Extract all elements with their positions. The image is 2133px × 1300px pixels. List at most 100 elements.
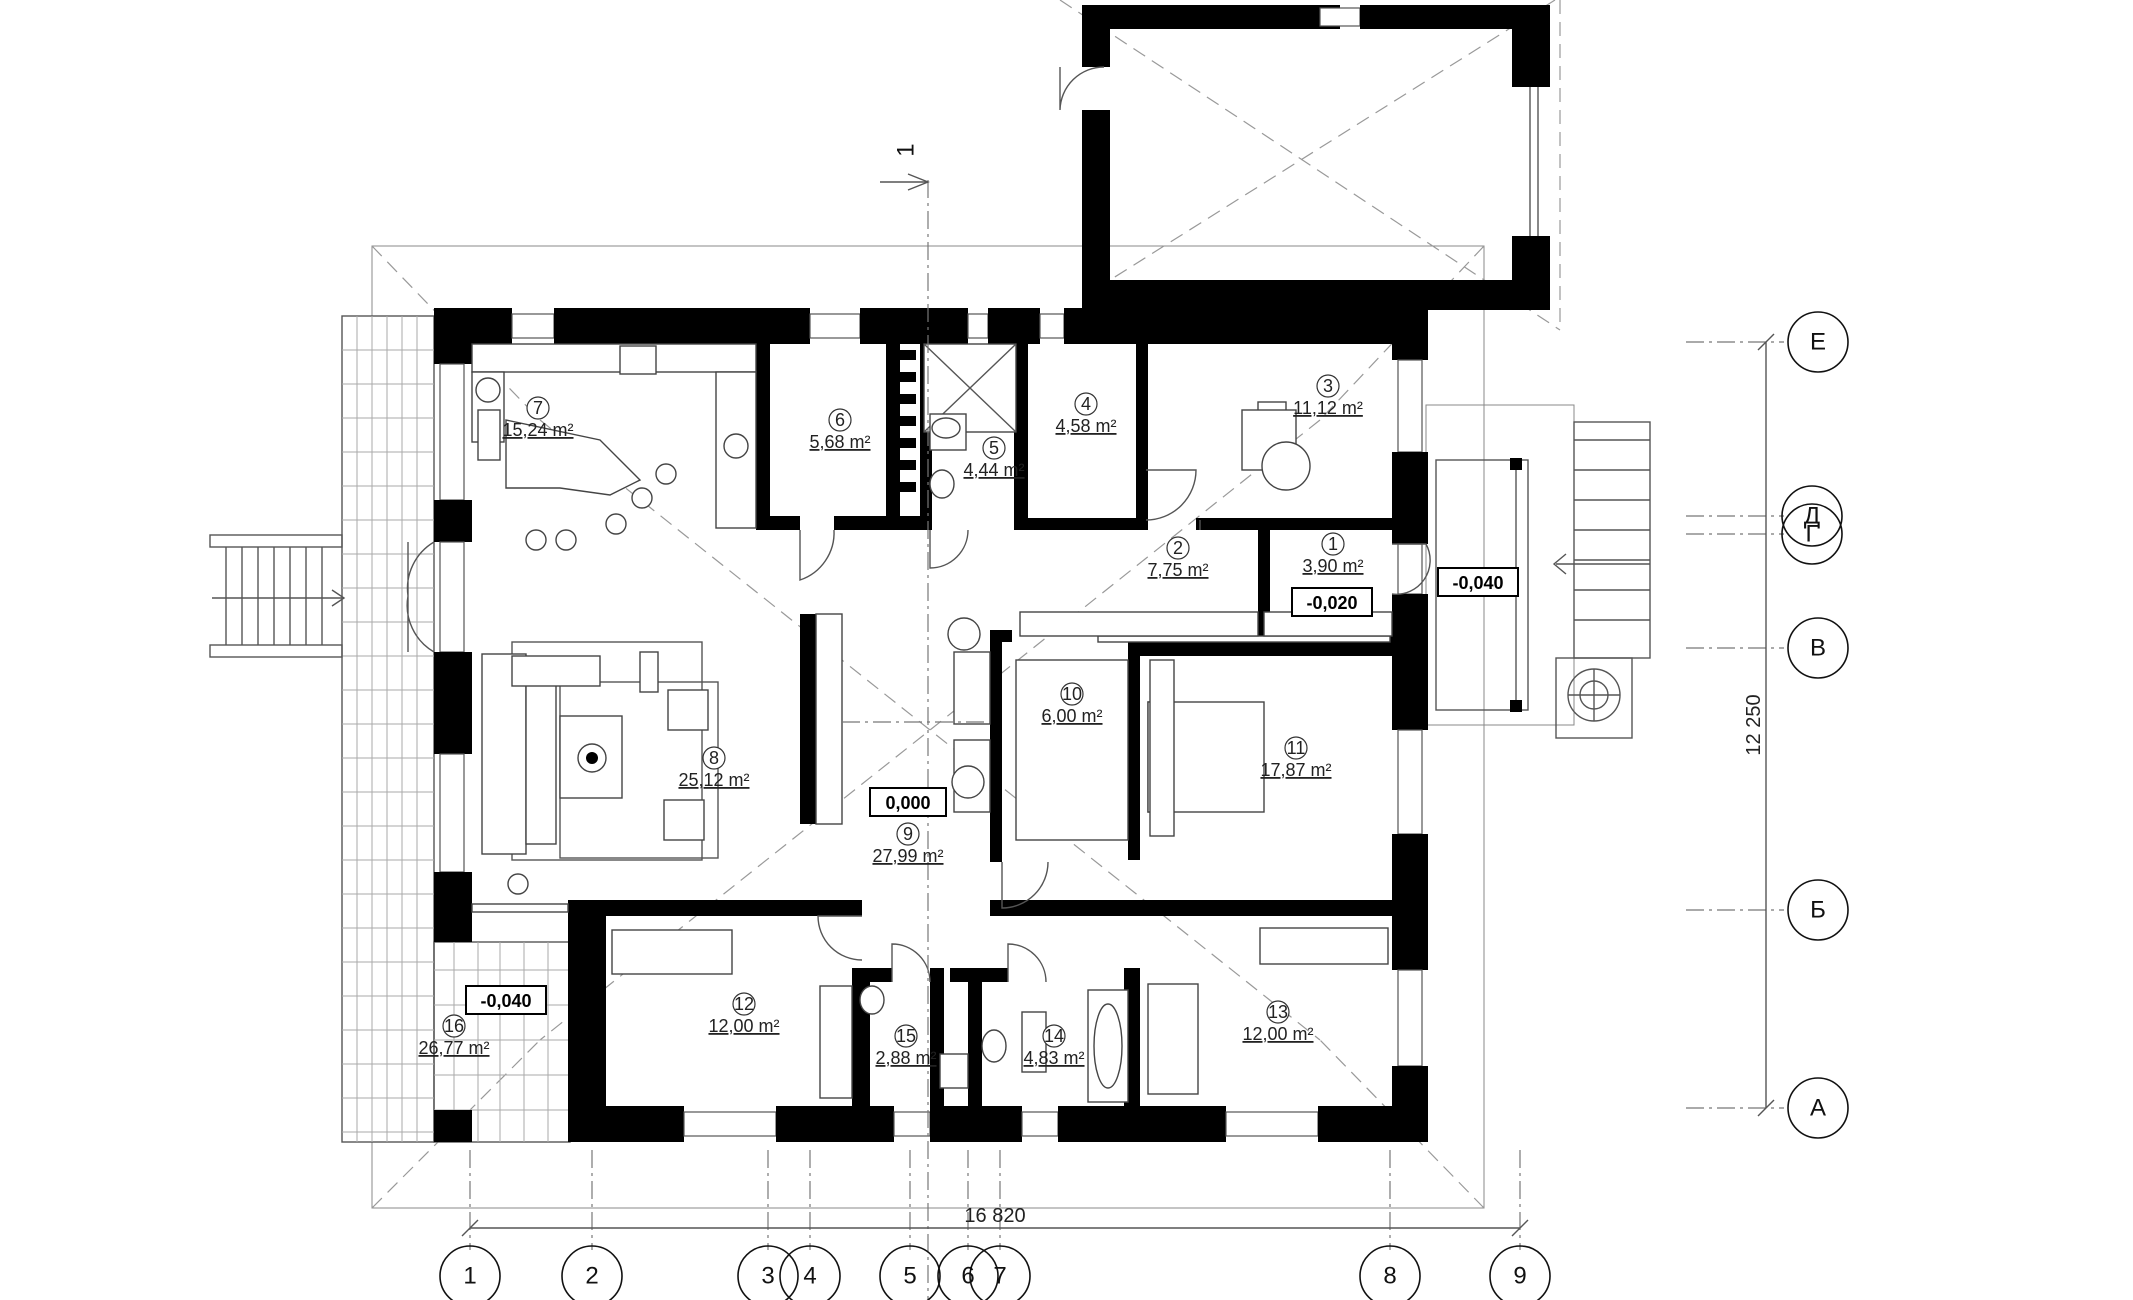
- axis-circle: [969, 1245, 1031, 1300]
- room-area: 5,68 m²: [809, 432, 870, 452]
- kitchen-furniture: [471, 343, 757, 551]
- axis-circle: [1489, 1245, 1551, 1300]
- room-number-circle: [1284, 736, 1308, 760]
- axis-circle: [1787, 1077, 1849, 1139]
- room-label-9: 927,99 m²: [872, 822, 944, 866]
- level-entry-label: -0,020: [1306, 593, 1357, 613]
- room-area: 3,90 m²: [1302, 556, 1363, 576]
- room-number-circle: [702, 746, 726, 770]
- axis-bubble-8: 8: [1359, 1245, 1421, 1300]
- room-number-circle: [1042, 1024, 1066, 1048]
- room-number-circle: [896, 822, 920, 846]
- room-label-10: 106,00 m²: [1041, 682, 1103, 726]
- axis-label: 5: [903, 1263, 916, 1290]
- living-furniture: [481, 641, 719, 895]
- terrace-tile-rows: [342, 349, 434, 1133]
- axis-label: 7: [993, 1263, 1006, 1290]
- exterior-walls: [434, 308, 1428, 1142]
- room-number: 7: [533, 398, 543, 418]
- axis-label: 9: [1513, 1263, 1526, 1290]
- room-number: 1: [1328, 534, 1338, 554]
- axis-label: 2: [585, 1263, 598, 1290]
- axis-label: 1: [463, 1263, 476, 1290]
- level-marks: 0,000 -0,020 -0,040 -0,040: [465, 567, 1519, 1015]
- axis-label: В: [1810, 635, 1826, 662]
- doors: [406, 469, 1431, 983]
- room-area: 7,75 m²: [1147, 560, 1208, 580]
- room-number-circle: [1316, 374, 1340, 398]
- room-number: 6: [835, 410, 845, 430]
- room-labels: 13,90 m² 27,75 m² 311,12 m² 44,58 m² 54,44 m…: [418, 374, 1364, 1068]
- room-number: 9: [903, 824, 913, 844]
- room-number-circle: [828, 408, 852, 432]
- room-label-5: 54,44 m²: [963, 436, 1025, 480]
- room-number: 2: [1173, 538, 1183, 558]
- level-hall-label: 0,000: [885, 793, 930, 813]
- roof-outline: [371, 0, 1561, 1209]
- axis-bubble-Е: Е: [1787, 311, 1849, 373]
- level-box-hall: [869, 787, 947, 817]
- axis-bubble-1: 1: [439, 1245, 501, 1300]
- axis-label: 6: [961, 1263, 974, 1290]
- axis-label: 3: [761, 1263, 774, 1290]
- room-number-circle: [1166, 536, 1190, 560]
- axis-circle: [1787, 617, 1849, 679]
- section-line: 1: [880, 143, 930, 1300]
- level-box-entry: [1291, 587, 1373, 617]
- room-area: 26,77 m²: [418, 1038, 489, 1058]
- room-number: 15: [896, 1026, 916, 1046]
- room-number-circle: [1060, 682, 1084, 706]
- room-area: 12,00 m²: [1242, 1024, 1313, 1044]
- room-area: 4,58 m²: [1055, 416, 1116, 436]
- axis-circle: [1359, 1245, 1421, 1300]
- room-label-7: 715,24 m²: [502, 396, 574, 440]
- room-area: 25,12 m²: [678, 770, 749, 790]
- room-number: 12: [734, 994, 754, 1014]
- room-label-2: 27,75 m²: [1147, 536, 1209, 580]
- room-label-3: 311,12 m²: [1293, 374, 1363, 418]
- room-number-circle: [894, 1024, 918, 1048]
- axis-circle: [737, 1245, 799, 1300]
- room-label-15: 152,88 m²: [875, 1024, 937, 1068]
- hall-elements: [471, 613, 991, 913]
- dimension-width: 16 820: [461, 1205, 1529, 1237]
- room-number-circle: [1074, 392, 1098, 416]
- axis-bubble-А: А: [1787, 1077, 1849, 1139]
- axis-bubble-Д: Д: [1781, 485, 1843, 547]
- room-number: 5: [989, 438, 999, 458]
- axis-label: Б: [1810, 897, 1826, 924]
- axis-label: Д: [1804, 503, 1820, 530]
- bedroom-furniture: [611, 401, 1393, 1099]
- axis-bubble-6: 6: [937, 1245, 999, 1300]
- room-label-4: 44,58 m²: [1055, 392, 1117, 436]
- level-box-terrace: [465, 985, 547, 1015]
- axis-label: 8: [1383, 1263, 1396, 1290]
- room-number-circle: [1266, 1000, 1290, 1024]
- room-number-circle: [1321, 532, 1345, 556]
- room-number-circle: [526, 396, 550, 420]
- axis-circle: [1787, 311, 1849, 373]
- level-porch-label: -0,040: [1452, 573, 1503, 593]
- room-area: 11,12 m²: [1293, 398, 1363, 418]
- axis-bubble-3: 3: [737, 1245, 799, 1300]
- axis-label: 4: [803, 1263, 816, 1290]
- room-number-circle: [732, 992, 756, 1016]
- room-number-circle: [442, 1014, 466, 1038]
- room-area: 17,87 m²: [1260, 760, 1331, 780]
- room-number: 4: [1081, 394, 1091, 414]
- room-area: 27,99 m²: [872, 846, 943, 866]
- dimension-height: 12 250: [1743, 333, 1775, 1117]
- room-number-circle: [982, 436, 1006, 460]
- axis-circle: [1781, 485, 1843, 547]
- axis-bubble-5: 5: [879, 1245, 941, 1300]
- axis-bubble-Б: Б: [1787, 879, 1849, 941]
- axis-bubble-В: В: [1787, 617, 1849, 679]
- garage-annex: [1059, 5, 1550, 310]
- axis-bubble-9: 9: [1489, 1245, 1551, 1300]
- axis-bubble-7: 7: [969, 1245, 1031, 1300]
